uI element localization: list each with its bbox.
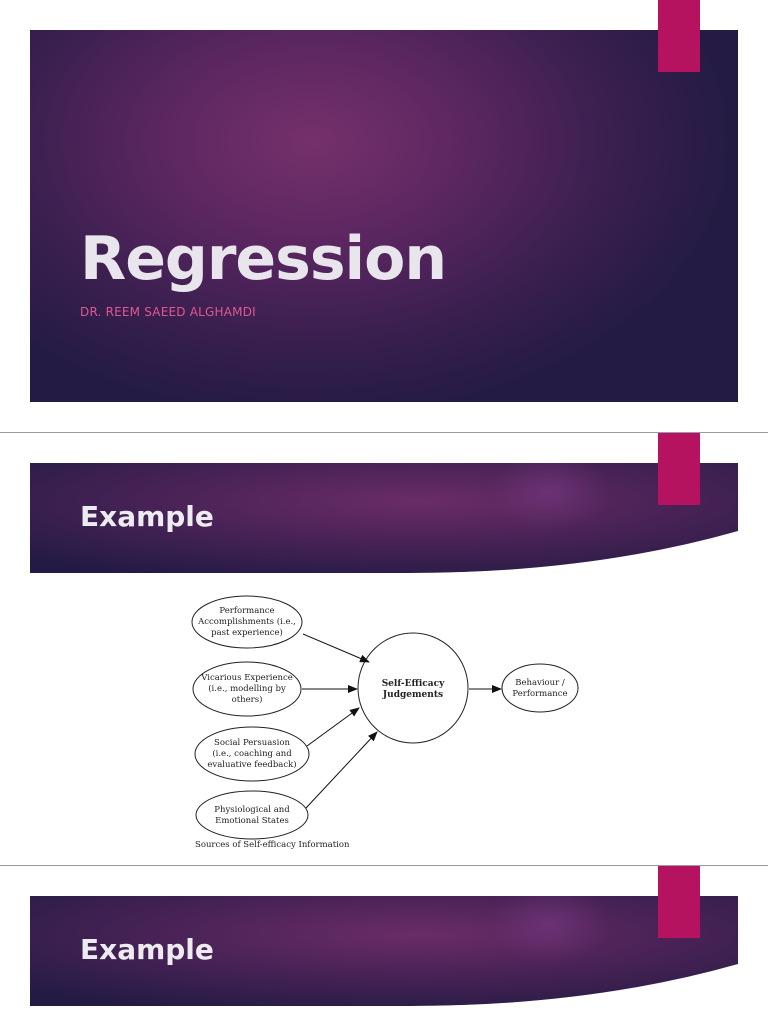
source-label: Social Persuasion [214,738,290,748]
source-label: Emotional States [215,816,289,826]
header-band [30,896,738,1006]
self-efficacy-diagram: Performance Accomplishments (i.e., past … [191,595,579,850]
source-label: (i.e., modelling by [208,683,286,694]
diagram-caption: Sources of Self-efficacy Information [195,840,350,850]
source-label: past experience) [211,627,283,638]
accent-tab [658,0,700,72]
example-slide: Example Performance Accomplishments (i.e… [0,433,768,865]
outcome-label: Performance [512,689,567,699]
accent-tab [658,866,700,938]
title-background-panel [30,30,738,402]
source-label: Performance [219,606,274,616]
header-band [30,463,738,573]
source-label: Physiological and [214,805,290,815]
source-label: Vicarious Experience [200,673,293,683]
slide-title: Example [80,933,214,966]
arrow [302,633,370,663]
source-label: Accomplishments (i.e., [197,616,296,627]
center-label: Judgements [382,690,443,700]
slide-title: Regression [80,224,447,294]
source-label: evaluative feedback) [207,759,296,770]
outcome-label: Behaviour / [515,678,565,688]
accent-tab [658,433,700,505]
title-slide: Regression DR. REEM SAEED ALGHAMDI [0,0,768,432]
source-oval [195,790,309,840]
example-slide-2: Example [0,866,768,1024]
source-label: (i.e., coaching and [212,748,292,759]
source-label: others) [232,694,263,705]
source-oval [191,595,303,649]
outcome-oval [501,663,579,713]
source-oval [194,726,310,782]
slide-title: Example [80,500,214,533]
slide-separator [0,865,768,866]
arrow [306,707,360,747]
center-label: Self-Efficacy [382,679,445,689]
source-oval [192,661,302,717]
center-circle [357,632,469,744]
slide-subtitle: DR. REEM SAEED ALGHAMDI [80,305,256,319]
slide-separator [0,432,768,433]
arrow [305,731,378,809]
